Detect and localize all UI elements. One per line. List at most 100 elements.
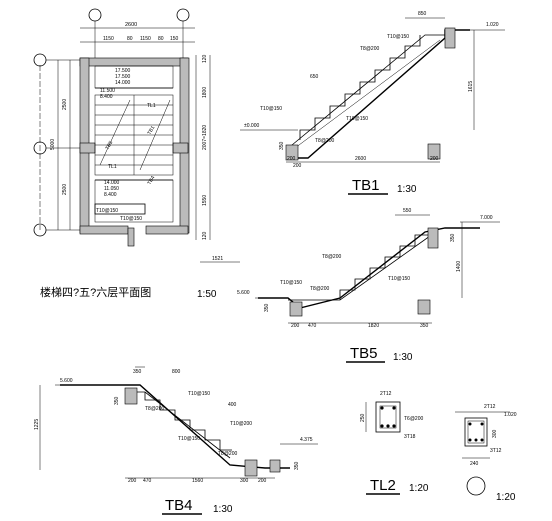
landing-bottom — [94, 179, 174, 223]
tb1-bottom-small: 200 — [430, 156, 439, 162]
plan-title: 楼梯四?五?六层平面图 — [40, 285, 151, 299]
tb5-section: 5.600 550 7.000 1400 350 350 200 470 182… — [237, 208, 500, 363]
tb5-rebar: T8@200 — [310, 286, 329, 292]
tb1-rebar: T8@200 — [360, 46, 379, 52]
tb1-rebar: T10@150 — [346, 116, 368, 122]
tl2-bottom-label: 3T18 — [404, 434, 416, 440]
tb5-rebar: T10@150 — [280, 280, 302, 286]
plan-level: 14.000 — [115, 80, 131, 86]
axis-bubble — [33, 53, 47, 67]
plan-dim-top: 80 — [158, 36, 164, 42]
tb4-section: 5.600 4.375 1225 350 350 350 800 400 200… — [34, 366, 318, 515]
tb1-level: ±0.000 — [244, 123, 259, 129]
tb1-elev: 1.020 — [486, 22, 499, 28]
wall-bottom — [79, 225, 129, 235]
tb1-right-dim: 1615 — [468, 81, 474, 92]
tb4-elev-left: 5.600 — [60, 378, 73, 384]
plan-level: 8.400 — [104, 192, 117, 198]
detail-beam — [464, 417, 488, 447]
tl2-top-label: 2T12 — [380, 391, 392, 397]
landing-top — [94, 65, 174, 89]
tb1-scale: 1:30 — [397, 184, 417, 195]
plan-level: 11.050 — [104, 186, 119, 192]
tb4-bottom-dim: 1560 — [192, 478, 203, 484]
column — [79, 142, 96, 154]
plan-label: TL1 — [147, 103, 156, 109]
tb5-side-dim: 350 — [264, 303, 270, 312]
detail-elev: 1.020 — [504, 412, 517, 418]
tb1-left-dim: 650 — [310, 74, 319, 80]
tb4-top-dim: 400 — [228, 402, 237, 408]
tb5-steps — [339, 234, 428, 300]
tb4-rebar: T10@150 — [178, 436, 200, 442]
tb4-scale: 1:30 — [213, 504, 233, 515]
plan-dim-right: 2007=1820 — [202, 125, 208, 150]
tb4-side-dim: 350 — [114, 396, 120, 405]
detail-scale: 1:20 — [496, 492, 516, 503]
plan-label: TL1 — [108, 164, 117, 170]
stair-plan: 2600 1150 80 1150 80 150 2500 5000 2500 … — [33, 8, 240, 300]
tb5-bottom-dim: 200 — [291, 323, 300, 329]
plan-dim-top: 150 — [170, 36, 179, 42]
plan-rebar: T10@150 — [96, 208, 118, 214]
plan-dim-right: 1800 — [202, 87, 208, 98]
tb5-support — [417, 299, 431, 315]
plan-label: TB1 — [147, 125, 157, 136]
plan-rebar: T10@150 — [120, 216, 142, 222]
plan-level: 17.500 — [115, 68, 131, 74]
tb4-rebar: T8@200 — [145, 406, 164, 412]
tb5-side-dim: 350 — [450, 233, 456, 242]
tb4-title: TB4 — [165, 497, 193, 514]
tb4-support — [124, 387, 138, 405]
plan-dim-top: 1150 — [140, 36, 151, 42]
tb4-bottom-dim: 300 — [240, 478, 249, 484]
column — [172, 142, 189, 154]
tl2-title: TL2 — [370, 477, 396, 494]
plan-level: 14.000 — [104, 180, 120, 186]
tb1-left-dim: 350 — [279, 141, 285, 150]
tb4-top-dim: 350 — [133, 369, 142, 375]
tb1-steps — [299, 35, 421, 140]
plan-label: TB5 — [105, 140, 115, 151]
plan-level: 17.500 — [115, 74, 131, 80]
tl2-right-label: T6@200 — [404, 416, 423, 422]
wall-top — [79, 57, 189, 67]
tb5-level: 5.600 — [237, 290, 250, 296]
detail-dim: 3T12 — [490, 448, 502, 454]
tb5-bottom-dim: 350 — [420, 323, 429, 329]
axis-bubble — [176, 8, 190, 22]
tl2-left-dim: 250 — [360, 413, 366, 422]
detail-side: 300 — [492, 429, 498, 438]
tb1-title: TB1 — [352, 177, 380, 194]
tb5-rebar: T10@150 — [388, 276, 410, 282]
tb1-support — [285, 144, 299, 161]
plan-dim-top: 1150 — [103, 36, 114, 42]
tb4-rebar: T10@200 — [230, 421, 252, 427]
plan-label: TB4 — [147, 175, 157, 186]
tb1-left-dim: 200 — [293, 163, 302, 169]
plan-dim-right: 1550 — [202, 195, 208, 206]
plan-dim-right: 120 — [202, 54, 208, 63]
tb4-support — [244, 459, 258, 477]
tb1-rebar: T10@150 — [387, 34, 409, 40]
plan-level: 8.400 — [100, 94, 113, 100]
tb5-bottom-dim: 1820 — [368, 323, 379, 329]
door-jamb — [127, 227, 135, 247]
tb5-right-dim: 1400 — [456, 261, 462, 272]
tb5-rebar: T8@200 — [322, 254, 341, 260]
tb1-support — [427, 143, 441, 160]
tb5-scale: 1:30 — [393, 352, 413, 363]
plan-dim-top: 80 — [127, 36, 133, 42]
tb4-bottom-dim: 200 — [258, 478, 267, 484]
tb4-steps — [144, 392, 232, 451]
tb4-bottom-dim: 470 — [143, 478, 152, 484]
wall-bottom — [145, 225, 189, 235]
tb1-rebar: T10@150 — [260, 106, 282, 112]
tb5-slab — [258, 227, 480, 309]
tb5-support — [427, 227, 439, 249]
tb1-top-dim: 850 — [418, 11, 427, 17]
tb4-support — [269, 459, 281, 473]
plan-level: 11.500 — [100, 88, 115, 94]
stair-treads — [94, 87, 174, 181]
plan-dim-left: 2500 — [62, 99, 68, 110]
